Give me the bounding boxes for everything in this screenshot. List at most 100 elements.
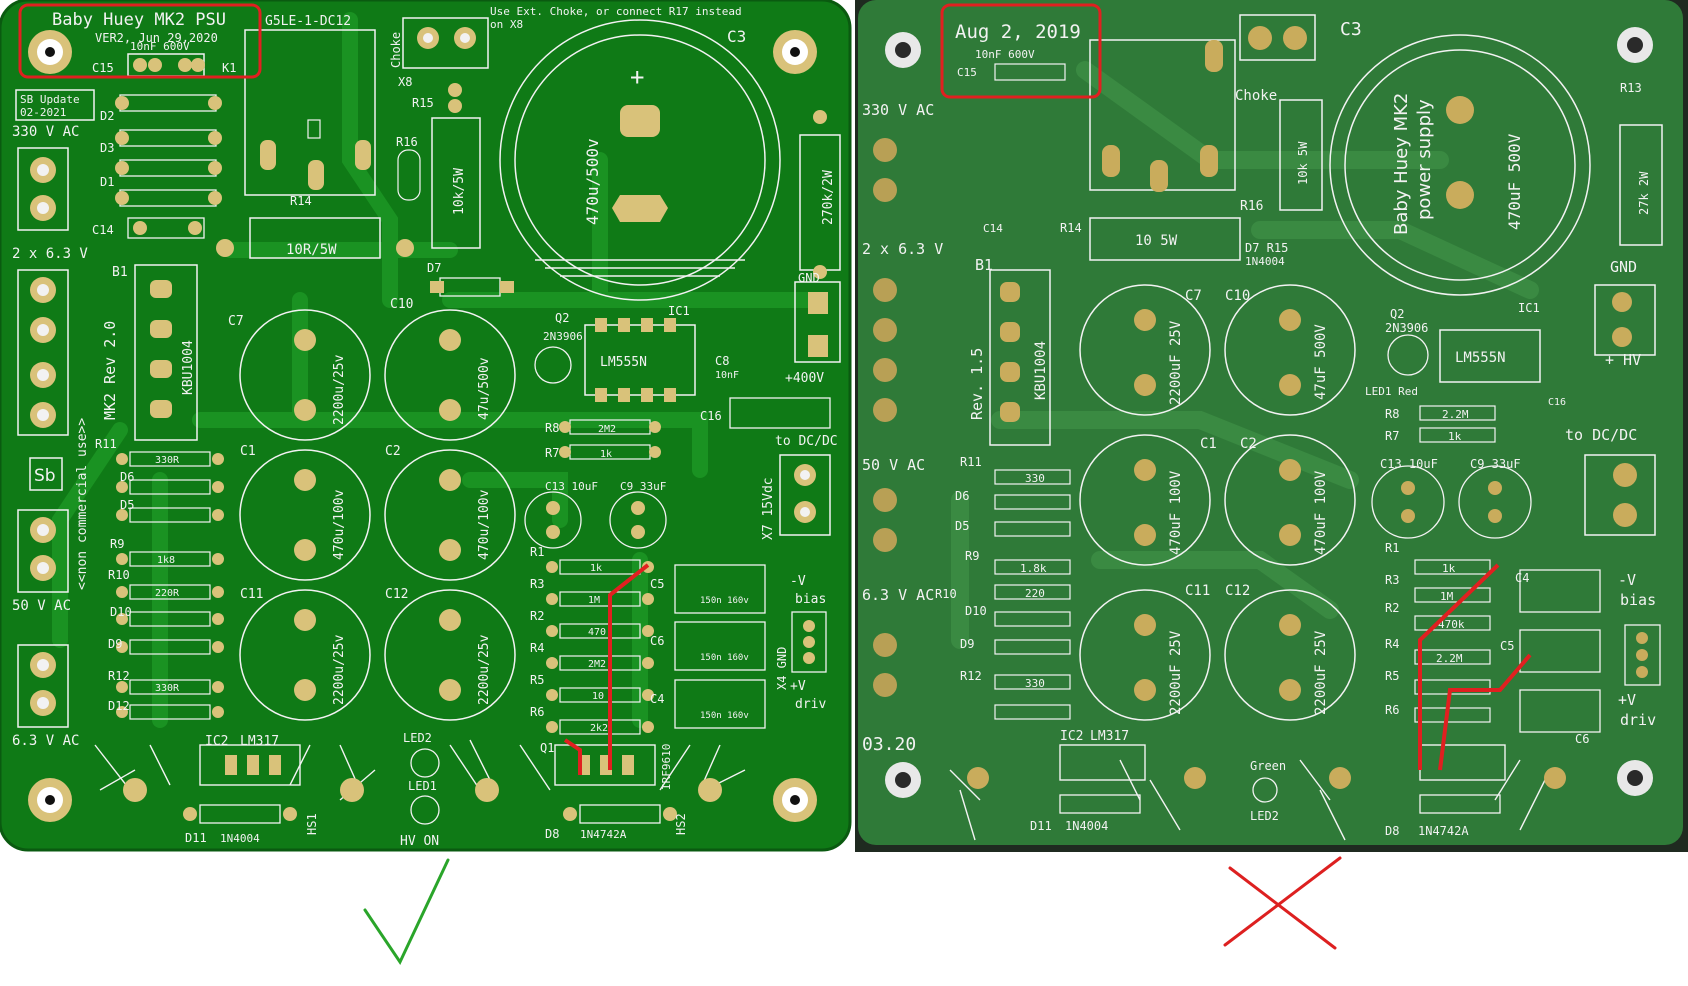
svg-text:D8: D8 [545, 827, 559, 841]
svg-text:HS1: HS1 [305, 813, 319, 835]
svg-text:C15: C15 [92, 61, 114, 75]
svg-text:R11: R11 [95, 437, 117, 451]
svg-text:R3: R3 [530, 577, 544, 591]
svg-text:2M2: 2M2 [588, 659, 606, 670]
svg-text:LED2: LED2 [403, 731, 432, 745]
svg-text:1N4004: 1N4004 [1065, 819, 1108, 833]
left-ic1: LM555N IC1 2N3906 Q2 C8 10nF [534, 304, 739, 402]
svg-text:R5: R5 [530, 673, 544, 687]
svg-text:K1: K1 [222, 61, 236, 75]
svg-text:C12: C12 [1225, 583, 1250, 599]
svg-text:C6: C6 [1575, 732, 1589, 746]
svg-text:C8: C8 [715, 354, 729, 368]
left-choke-note2: on X8 [490, 18, 523, 31]
right-highlight-box [940, 3, 1102, 99]
svg-text:IC2: IC2 [205, 734, 228, 749]
left-d7: D7 [427, 261, 514, 297]
svg-text:1M: 1M [588, 595, 600, 606]
svg-text:C9 33uF: C9 33uF [1470, 457, 1521, 471]
svg-text:D8: D8 [1385, 824, 1399, 838]
svg-text:D11: D11 [1030, 819, 1052, 833]
svg-text:2200u/25v: 2200u/25v [332, 354, 347, 425]
svg-text:Q2: Q2 [555, 311, 569, 325]
svg-text:1N4004: 1N4004 [1245, 255, 1285, 268]
svg-text:C1: C1 [240, 444, 256, 459]
svg-text:1N4742A: 1N4742A [1418, 824, 1469, 838]
right-dcdc: to DC/DC -V bias +V driv [1565, 426, 1661, 729]
svg-text:IC2: IC2 [1060, 729, 1083, 744]
svg-text:R8: R8 [1385, 407, 1399, 421]
left-right-terminals: X7 15Vdc -V bias +V driv X4 GND [761, 454, 831, 712]
svg-text:2 x 6.3 V: 2 x 6.3 V [862, 240, 943, 258]
svg-text:R16: R16 [1240, 199, 1263, 214]
svg-text:D1: D1 [100, 175, 114, 189]
svg-text:220: 220 [1025, 587, 1045, 600]
right-bridge: KBU1004 [989, 269, 1051, 446]
svg-text:Sb: Sb [34, 466, 56, 486]
svg-text:LM555N: LM555N [600, 355, 647, 370]
svg-text:bias: bias [795, 592, 826, 607]
svg-text:2200uF 25V: 2200uF 25V [1168, 630, 1184, 715]
svg-text:R8: R8 [545, 421, 559, 435]
svg-text:D10: D10 [965, 604, 987, 618]
right-film-caps [1519, 569, 1601, 733]
svg-text:2200uF 25V: 2200uF 25V [1313, 630, 1329, 715]
svg-text:C11: C11 [1185, 583, 1210, 599]
svg-text:R10: R10 [935, 587, 957, 601]
svg-text:C16: C16 [700, 409, 722, 423]
right-input-terminals [873, 138, 897, 697]
svg-text:Baby Huey MK2: Baby Huey MK2 [1391, 93, 1412, 235]
svg-text:Green: Green [1250, 759, 1286, 773]
svg-text:330: 330 [1025, 472, 1045, 485]
svg-text:R10: R10 [108, 568, 130, 582]
svg-text:470uF 100V: 470uF 100V [1313, 470, 1329, 555]
right-date: Aug 2, 2019 [955, 21, 1081, 43]
svg-text:HV ON: HV ON [400, 834, 439, 849]
svg-text:B1: B1 [112, 265, 128, 280]
svg-text:+ HV: + HV [1605, 351, 1641, 369]
left-film-caps: C5 C6 C4 150n 160v 150n 160v 150n 160v C… [650, 397, 831, 729]
svg-text:D7: D7 [427, 261, 441, 275]
svg-text:10nF: 10nF [715, 370, 739, 381]
svg-text:driv: driv [795, 697, 826, 712]
left-x5: GND +400V to DC/DC [775, 271, 841, 449]
svg-text:GND: GND [798, 271, 820, 285]
svg-text:470uF 500V: 470uF 500V [1505, 133, 1524, 230]
svg-text:IRF9610: IRF9610 [660, 744, 673, 790]
svg-text:2N3906: 2N3906 [543, 330, 583, 343]
svg-text:C12: C12 [385, 587, 408, 602]
right-r13: R13 27k 2W GND + HV [1594, 81, 1663, 369]
left-sb-date: 02-2021 [20, 106, 66, 119]
svg-text:Choke: Choke [389, 32, 403, 68]
svg-text:D9: D9 [108, 637, 122, 651]
svg-text:1k: 1k [1442, 562, 1456, 575]
svg-text:C2: C2 [385, 444, 401, 459]
svg-text:C9 33uF: C9 33uF [620, 480, 666, 493]
svg-text:R14: R14 [1060, 221, 1082, 235]
svg-text:to DC/DC: to DC/DC [1565, 426, 1637, 444]
svg-text:B1: B1 [975, 256, 993, 274]
left-input-50: 50 V AC [12, 598, 71, 614]
svg-text:power supply: power supply [1414, 99, 1435, 220]
svg-text:D2: D2 [100, 109, 114, 123]
left-caps: 2200u/25v 47u/500v 470u/100v 470u/100v 2… [228, 297, 516, 721]
svg-text:2.2M: 2.2M [1436, 652, 1463, 665]
left-version: VER2, Jun 29,2020 [95, 31, 218, 45]
svg-text:470u/500v: 470u/500v [583, 138, 602, 225]
svg-text:D6: D6 [955, 489, 969, 503]
svg-text:C6: C6 [650, 634, 664, 648]
svg-text:R5: R5 [1385, 669, 1399, 683]
right-resistor-ladder: R1 R3 R2 R4 R5 R6 1k 1M 470k 2.2M [1385, 541, 1491, 723]
right-heatsinks [949, 744, 1546, 841]
svg-text:2M2: 2M2 [598, 424, 616, 435]
left-choke-note: Use Ext. Choke, or connect R17 instead [490, 5, 742, 18]
svg-text:IC1: IC1 [668, 304, 690, 318]
svg-text:D9: D9 [960, 637, 974, 651]
svg-text:470u/100v: 470u/100v [332, 489, 347, 560]
svg-text:LED1: LED1 [408, 779, 437, 793]
svg-text:C4: C4 [650, 692, 664, 706]
left-heatsinks [94, 739, 746, 801]
svg-text:C5: C5 [1500, 639, 1514, 653]
svg-text:2k2: 2k2 [590, 723, 608, 734]
